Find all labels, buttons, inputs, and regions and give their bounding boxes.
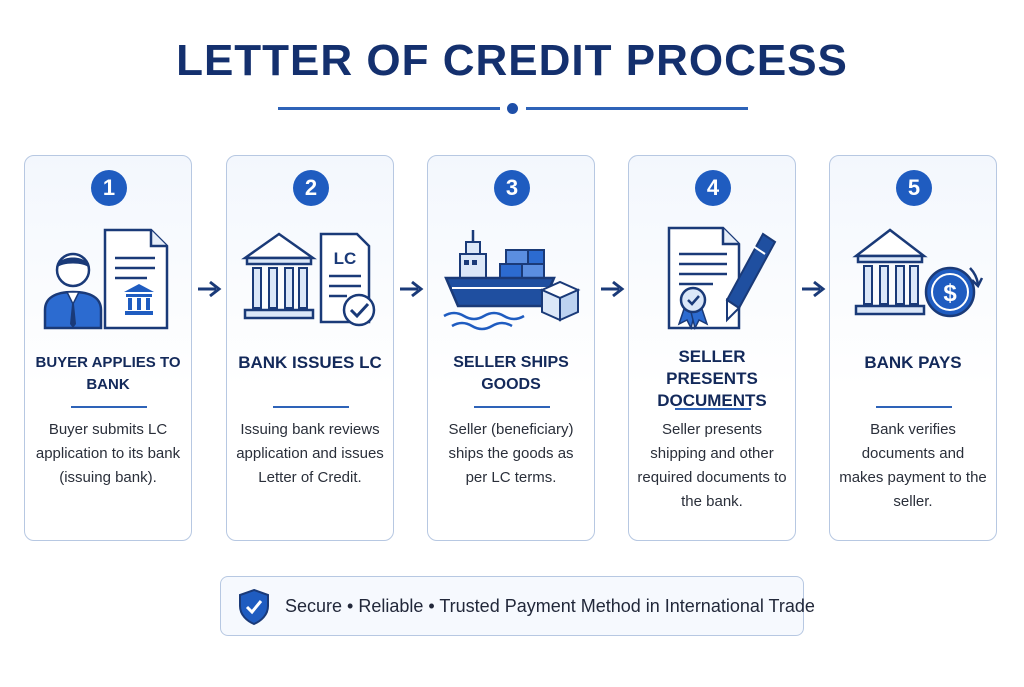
step-title: BANK PAYS [864, 353, 962, 372]
step-card-2: 2 LC BANK ISSUES LC Issuing bank reviews… [226, 155, 394, 541]
title-divider [278, 100, 748, 116]
step-card-3: 3 SELLER SHIPS GOODS Seller (beneficiary… [427, 155, 595, 541]
step-title: BUYER APPLIES TO BANK [35, 354, 181, 393]
footer-text: Secure • Reliable • Trusted Payment Meth… [285, 596, 815, 616]
document-with-pen-icon [667, 226, 777, 331]
step-description: Bank verifies documents and makes paymen… [839, 421, 987, 510]
bank-with-lc-document-icon: LC [241, 232, 376, 327]
step-title: BANK ISSUES LC [238, 353, 382, 372]
step-title: SELLER PRESENTS DOCUMENTS [657, 347, 767, 410]
step-divider [675, 408, 751, 410]
page-title: LETTER OF CREDIT PROCESS [176, 36, 848, 85]
step-divider [474, 406, 550, 408]
step-card-1: 1 BUYER APPLIES TO BANK Buyer submits LC… [24, 155, 192, 541]
cargo-ship-icon [443, 230, 581, 331]
step-number-badge: 3 [494, 170, 530, 206]
step-divider [71, 406, 147, 408]
step-number-badge: 4 [695, 170, 731, 206]
step-description: Seller (beneficiary) ships the goods as … [448, 421, 574, 486]
step-divider [876, 406, 952, 408]
step-number-badge: 1 [91, 170, 127, 206]
buyer-with-document-icon [43, 228, 169, 330]
title-divider-dot [507, 103, 518, 114]
step-card-5: 5 $ BANK PAYS Bank verifies documents an… [829, 155, 997, 541]
step-description: Seller presents shipping and other requi… [637, 421, 787, 510]
step-description: Buyer submits LC application to its bank… [35, 421, 181, 486]
dollar-symbol: $ [943, 280, 957, 307]
arrow-right-icon [601, 280, 625, 298]
title-divider-line-left [278, 107, 500, 110]
footer-banner: Secure • Reliable • Trusted Payment Meth… [220, 576, 815, 636]
arrow-right-icon [400, 280, 424, 298]
step-card-4: 4 SELLER PRESENTS DOCUMENTS Seller prese… [628, 155, 796, 541]
shield-check-icon [239, 588, 269, 626]
title-divider-line-right [526, 107, 748, 110]
arrow-right-icon [802, 280, 826, 298]
bank-with-dollar-coin-icon: $ [852, 228, 984, 318]
step-title: SELLER SHIPS GOODS [453, 354, 569, 393]
step-divider [273, 406, 349, 408]
lc-document-label: LC [334, 249, 357, 268]
arrow-right-icon [198, 280, 222, 298]
step-number-badge: 5 [896, 170, 932, 206]
step-description: Issuing bank reviews application and iss… [236, 421, 384, 486]
step-number-badge: 2 [293, 170, 329, 206]
